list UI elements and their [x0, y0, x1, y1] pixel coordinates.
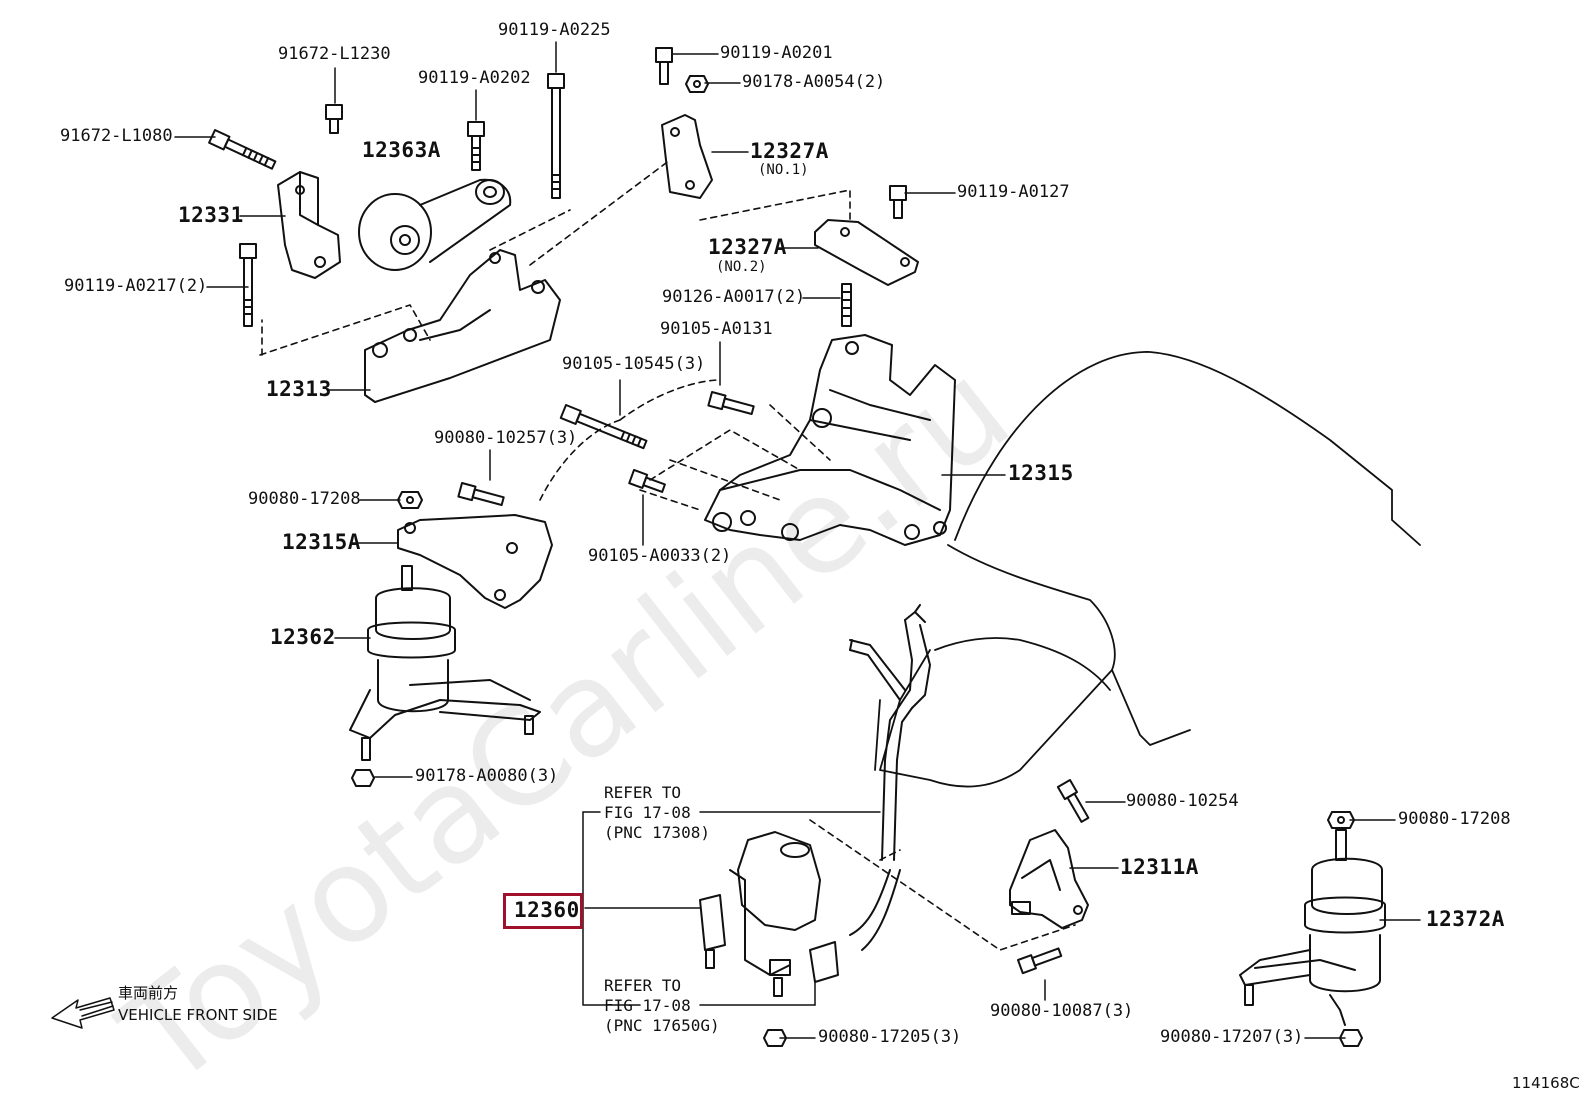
nut-90178-A0080 — [351, 769, 375, 787]
label-12327A-no2: 12327A — [708, 235, 787, 259]
part-12327A-no1 — [661, 114, 713, 199]
part-12315 — [704, 334, 956, 546]
part-12311A — [1009, 829, 1089, 929]
bolt-90105-A0131 — [707, 391, 755, 416]
label-90119-A0127: 90119-A0127 — [957, 182, 1070, 202]
part-12327A-no2 — [814, 219, 919, 286]
bolt-90119-A0225 — [547, 73, 565, 199]
vehicle-front-jp: 車両前方 — [118, 984, 179, 1002]
bolt-90119-A0202 — [467, 121, 485, 171]
label-91672-L1230: 91672-L1230 — [278, 44, 391, 64]
label-91672-L1080: 91672-L1080 — [60, 126, 173, 146]
label-90178-A0054: 90178-A0054(2) — [742, 72, 886, 92]
label-90080-10254: 90080-10254 — [1126, 791, 1239, 811]
label-90119-A0201: 90119-A0201 — [720, 43, 833, 63]
vehicle-front-arrow — [51, 997, 115, 1029]
part-12360 — [699, 831, 901, 997]
label-90105-10545: 90105-10545(3) — [562, 354, 706, 374]
part-12331 — [277, 171, 341, 279]
label-90080-17205: 90080-17205(3) — [818, 1027, 962, 1047]
label-90080-10087: 90080-10087(3) — [990, 1001, 1134, 1021]
leader-lines — [174, 41, 1421, 1039]
label-12360[interactable]: 12360 — [514, 898, 580, 922]
part-12315A — [397, 514, 553, 609]
label-12315A: 12315A — [282, 530, 361, 554]
label-12362: 12362 — [270, 625, 336, 649]
label-12363A: 12363A — [362, 138, 441, 162]
part-12363A — [358, 178, 512, 271]
figure-code: 114168C — [1512, 1074, 1580, 1092]
label-90105-A0033: 90105-A0033(2) — [588, 546, 732, 566]
label-12327A-no1-sub: (NO.1) — [758, 162, 809, 178]
label-90080-17207: 90080-17207(3) — [1160, 1027, 1304, 1047]
label-12372A: 12372A — [1426, 907, 1505, 931]
transaxle-outline — [874, 351, 1421, 788]
label-12313: 12313 — [266, 377, 332, 401]
nut-90080-17205 — [763, 1029, 787, 1047]
part-12362 — [349, 565, 541, 761]
bolt-90080-10087 — [1017, 947, 1063, 975]
label-90105-A0131: 90105-A0131 — [660, 319, 773, 339]
label-90119-A0225: 90119-A0225 — [498, 20, 611, 40]
label-12315: 12315 — [1008, 461, 1074, 485]
label-90178-A0080: 90178-A0080(3) — [415, 766, 559, 786]
part-12313 — [364, 249, 561, 403]
label-12331: 12331 — [178, 203, 244, 227]
label-90126-A0017: 90126-A0017(2) — [662, 287, 806, 307]
nut-90080-17207 — [1339, 1029, 1363, 1047]
stud-90126-A0017 — [841, 283, 852, 327]
nut-90080-17208-left — [397, 491, 423, 509]
part-12372A — [1239, 829, 1386, 1026]
nut-90178-A0054 — [685, 75, 709, 93]
label-90080-10257: 90080-10257(3) — [434, 428, 578, 448]
label-90119-A0202: 90119-A0202 — [418, 68, 531, 88]
label-12327A-no1: 12327A — [750, 139, 829, 163]
label-90119-A0217: 90119-A0217(2) — [64, 276, 208, 296]
nut-91672-L1230 — [325, 104, 343, 134]
label-90080-17208-left: 90080-17208 — [248, 489, 361, 509]
bolt-90080-10254 — [1056, 779, 1090, 823]
bolt-90119-A0127 — [889, 185, 907, 219]
vehicle-front-en: VEHICLE FRONT SIDE — [118, 1006, 278, 1024]
bolts — [208, 47, 1363, 1047]
label-12327A-no2-sub: (NO.2) — [716, 259, 767, 275]
refer-note-bottom: REFER TO FIG 17-08 (PNC 17650G) — [604, 976, 720, 1035]
dashed-guides — [259, 159, 1076, 951]
label-12311A: 12311A — [1120, 855, 1199, 879]
refer-note-top: REFER TO FIG 17-08 (PNC 17308) — [604, 783, 710, 842]
bolt-90105-10545 — [559, 404, 648, 450]
bolt-90105-A0033 — [628, 469, 666, 493]
vacuum-hoses — [849, 604, 931, 861]
highlighted-part-box[interactable]: 12360 — [503, 893, 583, 929]
label-90080-17208-right: 90080-17208 — [1398, 809, 1511, 829]
bolt-91672-L1080 — [208, 129, 277, 170]
bolt-90119-A0217 — [239, 243, 257, 327]
bolt-90119-A0201 — [655, 47, 673, 85]
nut-90080-17208-right — [1327, 811, 1355, 829]
bolt-90080-10257 — [457, 482, 505, 507]
